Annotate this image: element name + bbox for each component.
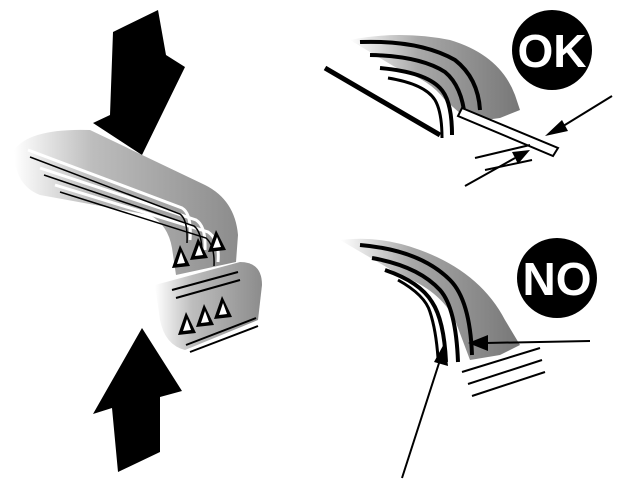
ok-badge-label: OK [518,25,587,77]
press-up-arrow-icon [93,328,182,472]
no-example: NO [340,238,597,478]
ok-contact-plate [458,108,558,156]
no-badge-label: NO [523,253,592,305]
ok-shaded-bend [350,35,520,122]
ok-example: OK [325,10,612,186]
press-down-arrow-icon [93,10,185,155]
no-pointer-arrows [402,335,590,478]
pointer-arrow-icon [545,120,568,136]
press-assembly [14,10,262,472]
